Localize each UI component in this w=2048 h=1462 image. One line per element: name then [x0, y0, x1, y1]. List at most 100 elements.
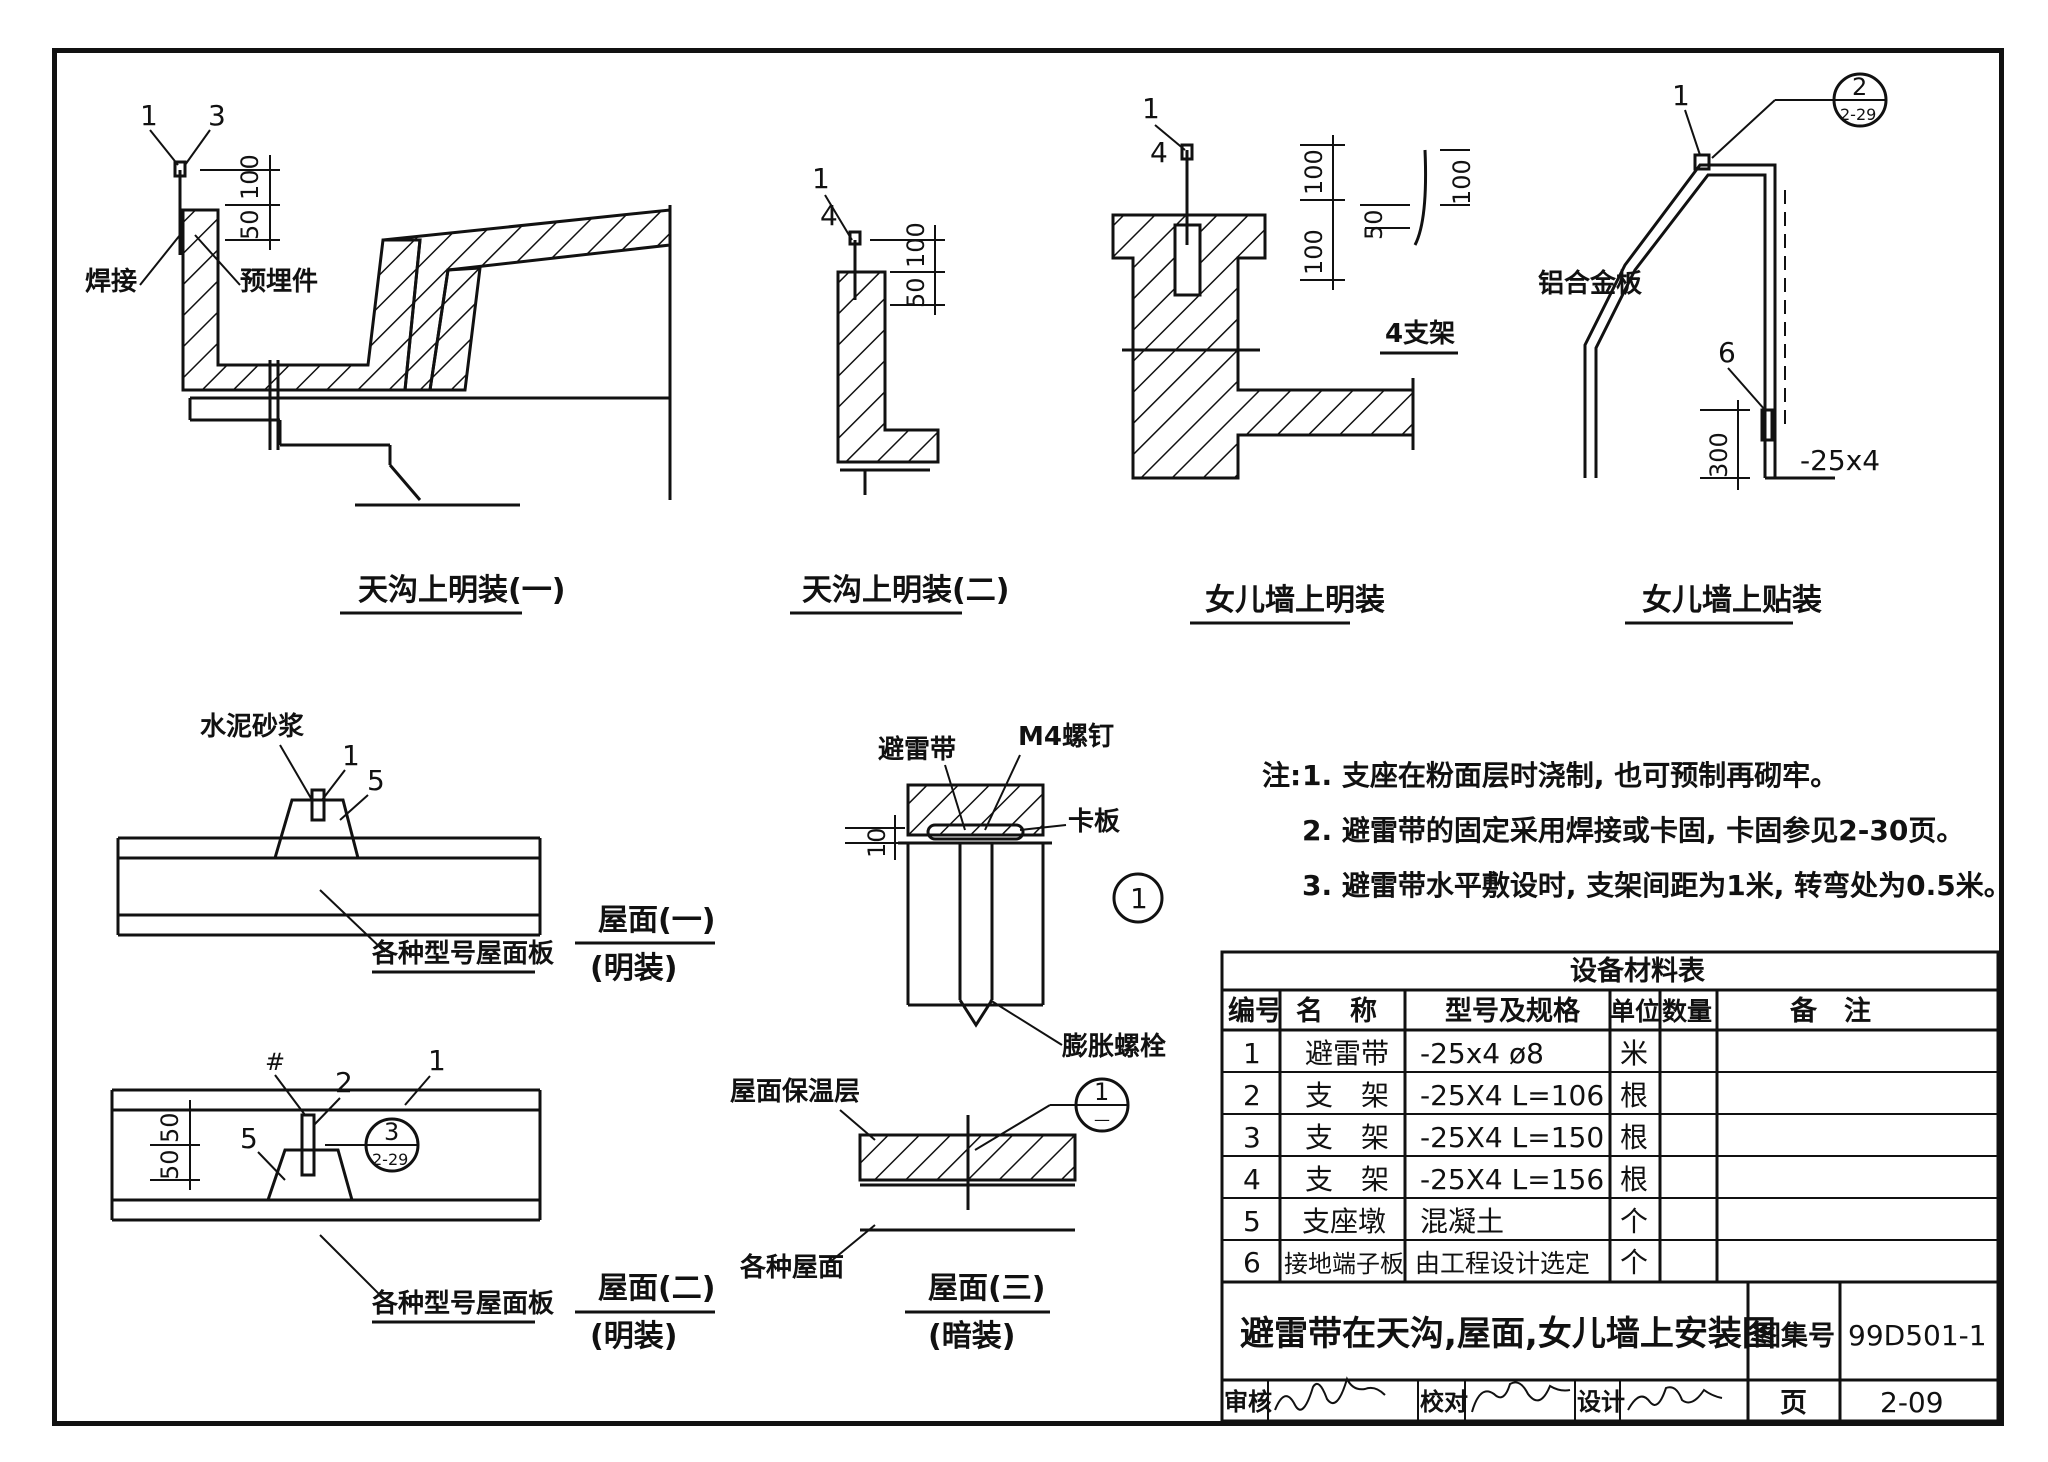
roof2-dim-50b: 50	[156, 1112, 184, 1143]
check-label: 校对	[1420, 1388, 1468, 1416]
roof2-label-slab: 各种型号屋面板	[371, 1288, 554, 1319]
title-block: 避雷带在天沟,屋面,女儿墙上安装图 图集号 99D501-1 页 2-09 审核…	[1220, 1280, 2000, 1423]
roof1-callout-5: 5	[367, 764, 385, 797]
gutter1-dim-100: 100	[236, 154, 264, 200]
note-1: 1. 支座在粉面层时浇制, 也可预制再砌牢。	[1302, 759, 1838, 792]
gutter2-callout-1: 1	[812, 162, 830, 195]
row2-name: 支 架	[1305, 1079, 1389, 1112]
note-2: 2. 避雷带的固定采用焊接或卡固, 卡固参见2-30页。	[1302, 814, 1964, 847]
review-label: 审核	[1224, 1388, 1272, 1416]
view-gutter-2: 50 100 1 4 天沟上明装(二)	[790, 162, 1009, 615]
detail1-num-circle	[1112, 872, 1164, 924]
design-label: 设计	[1577, 1388, 1625, 1416]
atlas-value: 99D501-1	[1848, 1319, 1987, 1352]
gutter1-callout-1: 1	[140, 99, 158, 132]
row4-name: 支 架	[1305, 1163, 1389, 1196]
table-row: 4 支 架 -25X4 L=156 根	[1243, 1163, 1648, 1196]
table-header-qty: 数量	[1662, 997, 1712, 1026]
roof1-subtitle: (明装)	[590, 951, 677, 986]
signature-review	[1274, 1376, 1386, 1411]
atlas-label: 图集号	[1754, 1320, 1835, 1352]
gutter1-title: 天沟上明装(一)	[358, 573, 565, 608]
view-parapet-1: 1 4 100 100 50 100 4支架 女儿墙上明装	[1111, 92, 1476, 625]
drawing-title: 避雷带在天沟,屋面,女儿墙上安装图	[1240, 1314, 1776, 1354]
row6-name: 接地端子板	[1284, 1250, 1404, 1278]
parapet1-dim-100b: 100	[1448, 159, 1476, 205]
detail1-label-strip: 避雷带	[878, 734, 956, 765]
table-header-remark: 备 注	[1789, 995, 1871, 1027]
detail1-label-clamp: 卡板	[1068, 807, 1120, 837]
gutter2-callout-4: 4	[820, 199, 838, 232]
view-detail-1: 10 避雷带 M4螺钉 卡板 膨胀螺栓 1	[845, 722, 1166, 1062]
roof2-callout-2: 2	[335, 1066, 353, 1099]
roof1-callout-1: 1	[342, 739, 360, 772]
detail1-label-screw: M4螺钉	[1018, 722, 1114, 752]
roof2-ref-top: 3	[384, 1118, 399, 1146]
roof3-ref-bottom: —	[1094, 1110, 1110, 1129]
parapet2-label-aluminum: 铝合金板	[1538, 268, 1642, 299]
table-row: 2 支 架 -25X4 L=106 根	[1243, 1079, 1648, 1112]
row3-name: 支 架	[1305, 1121, 1389, 1154]
parapet1-dim-100a: 100	[1300, 149, 1328, 195]
row5-unit: 个	[1620, 1205, 1648, 1238]
row1-spec: -25x4 ø8	[1420, 1037, 1544, 1070]
parapet2-callout-6: 6	[1718, 336, 1736, 369]
row1-unit: 米	[1620, 1037, 1648, 1070]
page-value: 2-09	[1880, 1386, 1944, 1419]
view-roof-3: 屋面保温层 各种屋面 1 — 屋面(三) (暗装)	[730, 1077, 1130, 1354]
view-roof-1: 水泥砂浆 1 5 各种型号屋面板 屋面(一) (明装)	[116, 711, 715, 986]
row5-spec: 混凝土	[1420, 1205, 1504, 1238]
row1-name: 避雷带	[1305, 1037, 1389, 1070]
table-title: 设备材料表	[1570, 956, 1705, 987]
gutter1-label-embed: 预埋件	[240, 267, 318, 297]
roof2-callout-1: 1	[428, 1044, 446, 1077]
row1-no: 1	[1243, 1037, 1261, 1070]
row4-unit: 根	[1620, 1163, 1648, 1196]
row6-no: 6	[1243, 1246, 1261, 1279]
parapet2-dim-300: 300	[1705, 432, 1733, 478]
signature-design	[1627, 1386, 1723, 1411]
roof2-hash-mark: #	[265, 1048, 285, 1076]
page-label: 页	[1780, 1388, 1807, 1419]
table-header-no: 编号	[1228, 995, 1282, 1027]
detail1-number: 1	[1130, 882, 1148, 915]
table-row: 1 避雷带 -25x4 ø8 米	[1243, 1037, 1648, 1070]
roof1-label-slab: 各种型号屋面板	[371, 938, 554, 969]
parapet2-label-flat: -25x4	[1800, 444, 1880, 477]
row6-unit: 个	[1620, 1246, 1648, 1279]
table-header-unit: 单位	[1610, 997, 1660, 1026]
roof2-title: 屋面(二)	[598, 1271, 715, 1306]
parapet2-ref-bottom: 2-29	[1840, 105, 1876, 124]
row3-spec: -25X4 L=150	[1420, 1121, 1604, 1154]
parapet1-dim-50: 50	[1360, 209, 1388, 240]
gutter2-dim-100: 100	[902, 222, 930, 268]
row2-unit: 根	[1620, 1079, 1648, 1112]
roof1-label-mortar: 水泥砂浆	[200, 711, 305, 742]
row5-name: 支座墩	[1302, 1205, 1386, 1238]
roof2-subtitle: (明装)	[590, 1319, 677, 1354]
parapet1-dim-100c: 100	[1300, 229, 1328, 275]
gutter1-dim-50: 50	[236, 209, 264, 240]
notes-prefix: 注:	[1262, 759, 1301, 792]
gutter1-label-weld: 焊接	[85, 267, 137, 297]
row6-spec: 由工程设计选定	[1415, 1249, 1590, 1278]
view-parapet-2: 1 2 2-29 铝合金板 6 300 -25x4 女儿墙上贴装	[1538, 72, 1888, 625]
parapet2-title: 女儿墙上贴装	[1642, 583, 1822, 618]
gutter2-title: 天沟上明装(二)	[802, 573, 1009, 608]
table-row: 5 支座墩 混凝土 个	[1243, 1205, 1648, 1238]
parapet1-title: 女儿墙上明装	[1205, 583, 1385, 618]
row2-spec: -25X4 L=106	[1420, 1079, 1604, 1112]
parapet1-callout-4: 4	[1150, 136, 1168, 169]
roof3-label-insulation: 屋面保温层	[730, 1077, 860, 1107]
table-header-spec: 型号及规格	[1445, 996, 1581, 1027]
view-gutter-1: 50 100 1 3 焊接 预埋件 天沟上明装(一)	[85, 99, 672, 615]
gutter2-dim-50: 50	[902, 277, 930, 308]
notes: 注: 1. 支座在粉面层时浇制, 也可预制再砌牢。 2. 避雷带的固定采用焊接或…	[1262, 759, 2012, 902]
roof2-ref-bottom: 2-29	[372, 1150, 408, 1169]
table-row: 6 接地端子板 由工程设计选定 个	[1243, 1246, 1648, 1279]
parapet2-ref-top: 2	[1852, 73, 1867, 101]
roof3-subtitle: (暗装)	[928, 1319, 1015, 1354]
roof3-label-slab: 各种屋面	[739, 1252, 844, 1283]
signature-check	[1471, 1381, 1571, 1413]
